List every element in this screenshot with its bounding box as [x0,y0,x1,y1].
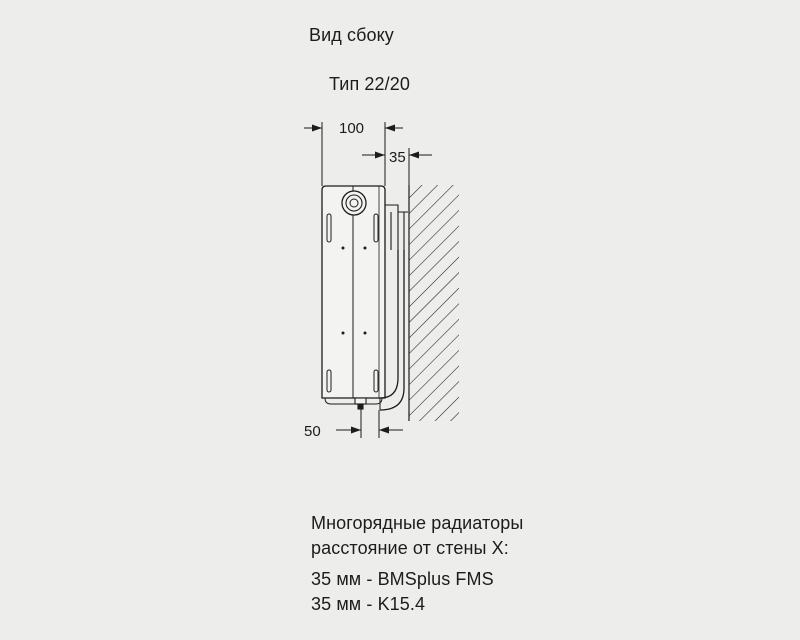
dimension-pipe-offset: 50 [304,423,403,440]
dimension-depth: 100 [304,120,403,137]
connection-pipe [379,250,405,411]
wall-bracket [385,204,408,250]
bottom-valve [354,397,367,410]
radiator-body [321,185,386,405]
model-item: 35 мм - BMSplus FMS [311,569,494,589]
top-connection [341,190,367,216]
dimension-wall-gap-label: 35 [389,149,406,166]
extension-lines [321,122,410,438]
view-title: Вид сбоку [309,25,394,45]
dimension-depth-label: 100 [339,120,364,137]
model-item: 35 мм - K15.4 [311,594,426,614]
description: Многорядные радиаторы расстояние от стен… [311,511,523,561]
dimension-pipe-offset-label: 50 [304,423,321,440]
description-line: Многорядные радиаторы [311,513,524,533]
model-list: 35 мм - BMSplus FMS 35 мм - K15.4 [311,567,494,617]
description-line: расстояние от стены X: [311,538,509,558]
wall [408,185,459,421]
type-label: Тип 22/20 [329,74,410,94]
dimension-wall-gap: 35 [362,149,432,166]
